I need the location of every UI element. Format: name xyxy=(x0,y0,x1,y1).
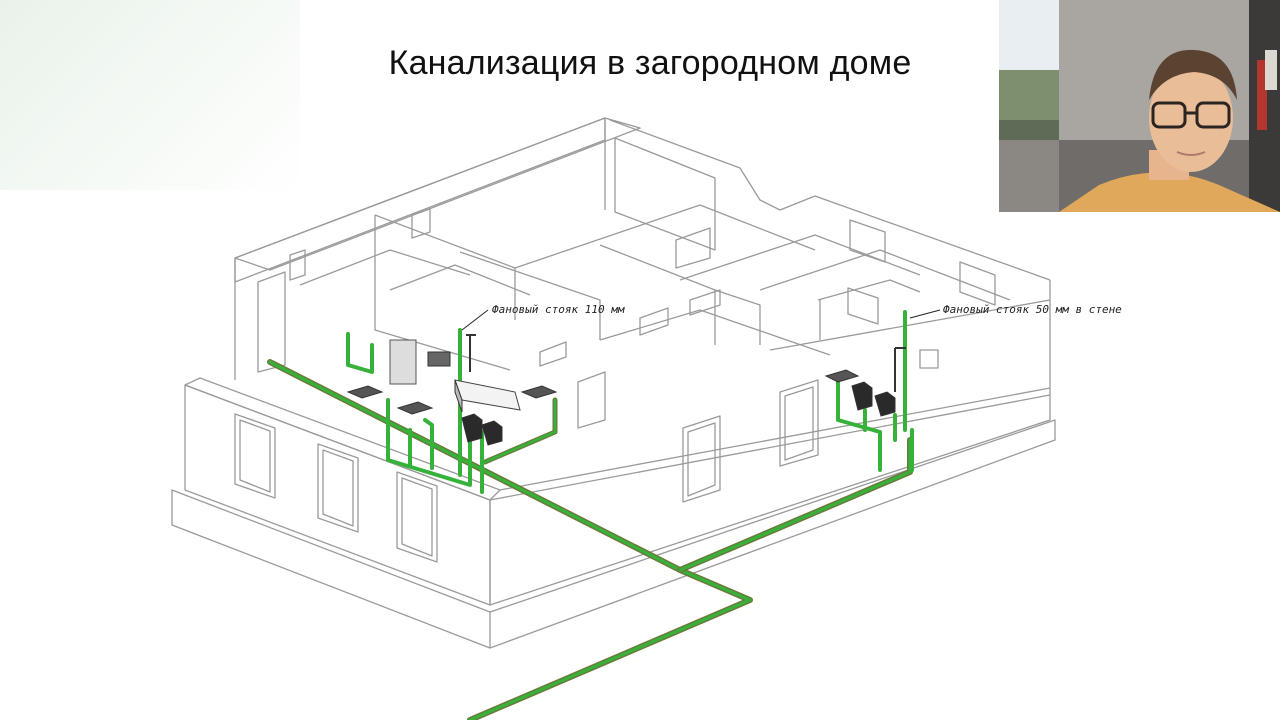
front-wall-left xyxy=(184,384,491,606)
toilet-2 xyxy=(851,381,873,411)
front-wall-right xyxy=(489,394,1051,606)
sink-2 xyxy=(396,401,434,415)
boiler xyxy=(389,339,417,385)
garage-door xyxy=(614,137,716,251)
bathtub xyxy=(454,379,521,411)
label-riser-50: Фановый стояк 50 мм в стене xyxy=(943,303,1122,316)
main-drain-pipe xyxy=(267,359,753,720)
toilet-1 xyxy=(461,413,483,443)
leader-riser-50 xyxy=(909,309,941,319)
webcam-video-feed xyxy=(999,0,1280,212)
sink-3 xyxy=(520,385,558,399)
leader-riser-110 xyxy=(461,309,489,331)
label-riser-110: Фановый стояк 110 мм xyxy=(492,303,625,316)
slide-title: Канализация в загородном доме xyxy=(388,44,912,82)
background-tint xyxy=(0,0,300,190)
sink-1 xyxy=(346,385,384,399)
back-wall-left-top xyxy=(234,117,641,271)
person-video-feed-icon xyxy=(999,0,1280,212)
sink-4 xyxy=(824,369,860,383)
